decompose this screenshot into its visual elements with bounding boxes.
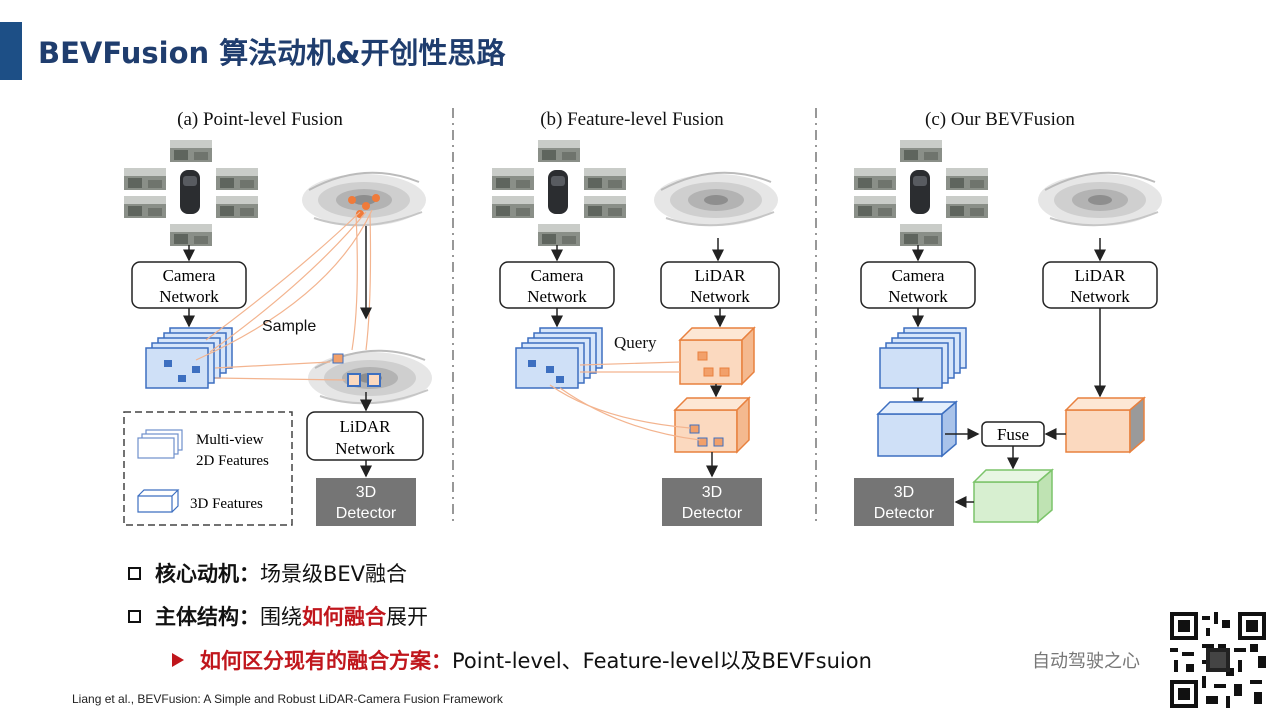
lidar-bev-cube <box>1064 396 1147 454</box>
camera-network-label-1: Camera <box>163 266 216 285</box>
detector-box <box>854 478 954 526</box>
lidar-network-label-2: Network <box>690 287 750 306</box>
camera-bev-cube <box>876 400 959 458</box>
camera-images <box>854 140 988 246</box>
panel-b-feature-level-fusion: (b) Feature-level Fusion Camera Network … <box>492 109 780 526</box>
lidar-network-label-1: LiDAR <box>695 266 747 285</box>
camera-network-label-1: Camera <box>892 266 945 285</box>
bullet-text-post: 展开 <box>386 605 428 629</box>
camera-network-label-2: Network <box>527 287 587 306</box>
legend-multiview-1: Multi-view <box>196 432 264 448</box>
bullet-text-pre: 围绕 <box>260 605 302 629</box>
detector-box <box>662 478 762 526</box>
query-label: Query <box>614 333 657 352</box>
lidar-network-label-1: LiDAR <box>1075 266 1127 285</box>
lidar-network-label-1: LiDAR <box>340 417 392 436</box>
detector-label-1: 3D <box>356 484 376 501</box>
detector-label-2: Detector <box>336 505 397 522</box>
bullet-label: 主体结构： <box>155 605 260 629</box>
lidar-feature-cube <box>678 326 756 386</box>
panel-a-point-level-fusion: (a) Point-level Fusion Camera Network Sa… <box>123 109 433 526</box>
triangle-bullet-icon <box>172 653 184 667</box>
detector-label-2: Detector <box>682 505 743 522</box>
lidar-point-cloud <box>1037 171 1163 227</box>
camera-images <box>124 140 258 246</box>
title-accent-bar <box>0 22 22 80</box>
bullet-main-structure: 主体结构： 围绕 如何融合 展开 <box>128 601 428 631</box>
legend-3d-features: 3D Features <box>190 496 263 512</box>
camera-feature-stack <box>879 327 967 389</box>
fuse-label: Fuse <box>997 425 1029 444</box>
camera-network-label-2: Network <box>888 287 948 306</box>
sub-bullet-label: 如何区分现有的融合方案： <box>200 649 452 673</box>
panel-b-title: (b) Feature-level Fusion <box>540 109 724 130</box>
sub-bullet-text: Point-level、Feature-level以及BEVFsuion <box>452 649 872 673</box>
lidar-network-label-2: Network <box>335 439 395 458</box>
sub-bullet-fusion-schemes: 如何区分现有的融合方案： Point-level、Feature-level以及… <box>172 645 872 675</box>
sample-label: Sample <box>262 318 316 335</box>
square-bullet-icon <box>128 566 141 580</box>
lidar-network-label-2: Network <box>1070 287 1130 306</box>
bullet-label: 核心动机： <box>155 562 260 586</box>
fused-feature-cube <box>673 396 751 454</box>
legend-multiview-2: 2D Features <box>196 453 269 469</box>
bullet-text-highlight: 如何融合 <box>302 605 386 629</box>
panel-a-title: (a) Point-level Fusion <box>177 109 343 130</box>
detector-label-1: 3D <box>702 484 722 501</box>
lidar-network-box <box>306 411 424 461</box>
lidar-point-cloud <box>653 171 779 227</box>
bullet-core-motivation: 核心动机： 场景级BEV融合 <box>128 558 407 588</box>
panel-c-title: (c) Our BEVFusion <box>925 109 1075 130</box>
citation: Liang et al., BEVFusion: A Simple and Ro… <box>72 692 503 706</box>
fused-bev-cube <box>972 468 1055 524</box>
bullet-text: 场景级BEV融合 <box>260 562 408 586</box>
camera-network-label-1: Camera <box>531 266 584 285</box>
detector-box <box>316 478 416 526</box>
detector-label-2: Detector <box>874 505 935 522</box>
lidar-point-cloud <box>301 171 427 227</box>
panel-c-bevfusion: (c) Our BEVFusion Camera Network LiDAR N… <box>854 109 1163 526</box>
qr-code-icon <box>1170 612 1266 708</box>
camera-images <box>492 140 626 246</box>
slide-title: BEVFusion 算法动机&开创性思路 <box>38 36 506 70</box>
detector-label-1: 3D <box>894 484 914 501</box>
camera-feature-stack <box>145 327 233 389</box>
square-bullet-icon <box>128 609 141 623</box>
watermark-text: 自动驾驶之心 <box>1032 651 1140 672</box>
legend-box <box>123 411 293 526</box>
camera-network-label-2: Network <box>159 287 219 306</box>
